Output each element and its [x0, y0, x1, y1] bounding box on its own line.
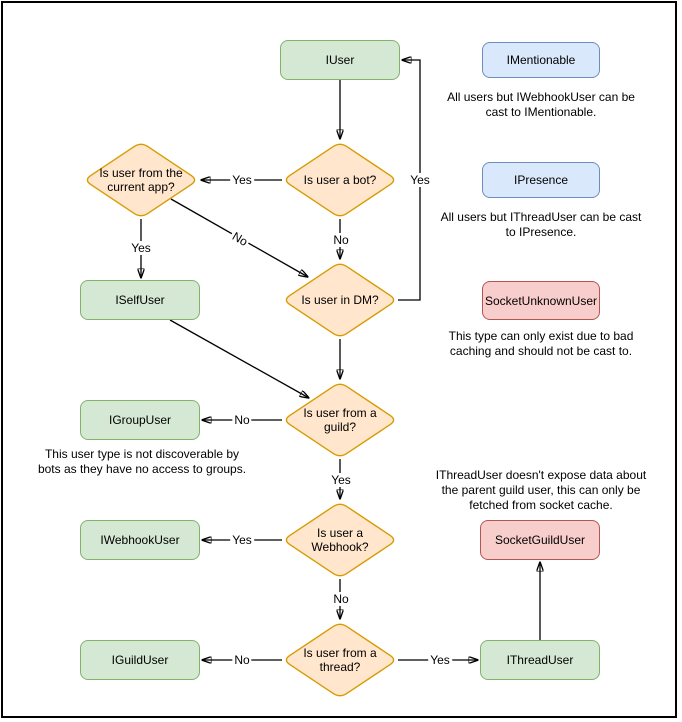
edge-label-webhook-no: No: [331, 592, 351, 606]
node-webhookuser-label: IWebhookUser: [100, 533, 180, 547]
edge-label-webhook-yes: Yes: [230, 533, 254, 547]
diamond-shape: [285, 383, 395, 457]
node-threaduser-label: IThreadUser: [506, 653, 574, 667]
edge-label-thread-no: No: [232, 653, 252, 667]
edge-selfuser-to-guild: [169, 319, 309, 398]
decision-is-user-from-current-app-label: Is user from the current app?: [99, 166, 183, 194]
node-iuser: IUser: [280, 40, 400, 80]
node-selfuser-label: ISelfUser: [115, 293, 165, 307]
decision-is-user-from-guild: Is user from a guild?: [282, 381, 398, 459]
edge-label-guild-yes: Yes: [329, 473, 353, 487]
decision-is-user-from-thread-label: Is user from a thread?: [303, 646, 377, 674]
node-imentionable: IMentionable: [482, 42, 600, 78]
node-threaduser: IThreadUser: [480, 640, 600, 680]
decision-is-user-from-thread: Is user from a thread?: [282, 621, 398, 699]
node-ipresence: IPresence: [482, 162, 600, 198]
node-ipresence-label: IPresence: [513, 173, 569, 187]
edge-label-currentapp-yes: Yes: [129, 241, 153, 255]
node-guilduser: IGuildUser: [80, 640, 200, 680]
node-socketguilduser-label: SocketGuildUser: [494, 533, 586, 547]
diamond-shape: [86, 143, 196, 217]
node-socketguilduser: SocketGuildUser: [480, 520, 600, 560]
edge-label-thread-yes: Yes: [428, 653, 452, 667]
decision-is-user-a-bot-label: Is user a bot?: [303, 173, 377, 187]
diamond-shape: [285, 143, 395, 217]
node-groupuser: IGroupUser: [80, 400, 200, 440]
edge-label-bot-no: No: [331, 233, 351, 247]
decision-is-user-a-webhook: Is user a Webhook?: [282, 501, 398, 579]
node-socketunknownuser-label: SocketUnknownUser: [484, 293, 598, 308]
note-groupuser: This user type is not discoverable by bo…: [37, 447, 247, 476]
decision-is-user-from-current-app: Is user from the current app?: [83, 141, 199, 219]
node-selfuser: ISelfUser: [80, 280, 200, 320]
decision-is-user-a-bot: Is user a bot?: [282, 141, 398, 219]
note-socketunknownuser: This type can only exist due to bad cach…: [448, 329, 634, 358]
edge-label-guild-no: No: [232, 413, 252, 427]
node-guilduser-label: IGuildUser: [111, 653, 169, 667]
node-iuser-label: IUser: [325, 53, 355, 67]
decision-is-user-a-webhook-label: Is user a Webhook?: [311, 526, 369, 554]
diamond-shape: [285, 623, 395, 697]
note-threaduser: IThreadUser doesn't expose data about th…: [435, 468, 647, 512]
note-ipresence: All users but IThreadUser can be cast to…: [440, 210, 642, 239]
node-webhookuser: IWebhookUser: [80, 520, 200, 560]
node-socketunknownuser: SocketUnknownUser: [482, 281, 600, 320]
edge-label-bot-yes: Yes: [230, 173, 254, 187]
note-imentionable: All users but IWebhookUser can be cast t…: [447, 90, 635, 119]
edge-label-dm-yes: Yes: [408, 173, 432, 187]
decision-is-user-in-dm-label: Is user in DM?: [301, 293, 379, 307]
diamond-shape: [285, 503, 395, 577]
node-imentionable-label: IMentionable: [506, 53, 576, 67]
node-groupuser-label: IGroupUser: [108, 413, 172, 427]
decision-is-user-in-dm: Is user in DM?: [282, 261, 398, 339]
diamond-shape: [285, 263, 395, 337]
decision-is-user-from-guild-label: Is user from a guild?: [303, 406, 377, 434]
